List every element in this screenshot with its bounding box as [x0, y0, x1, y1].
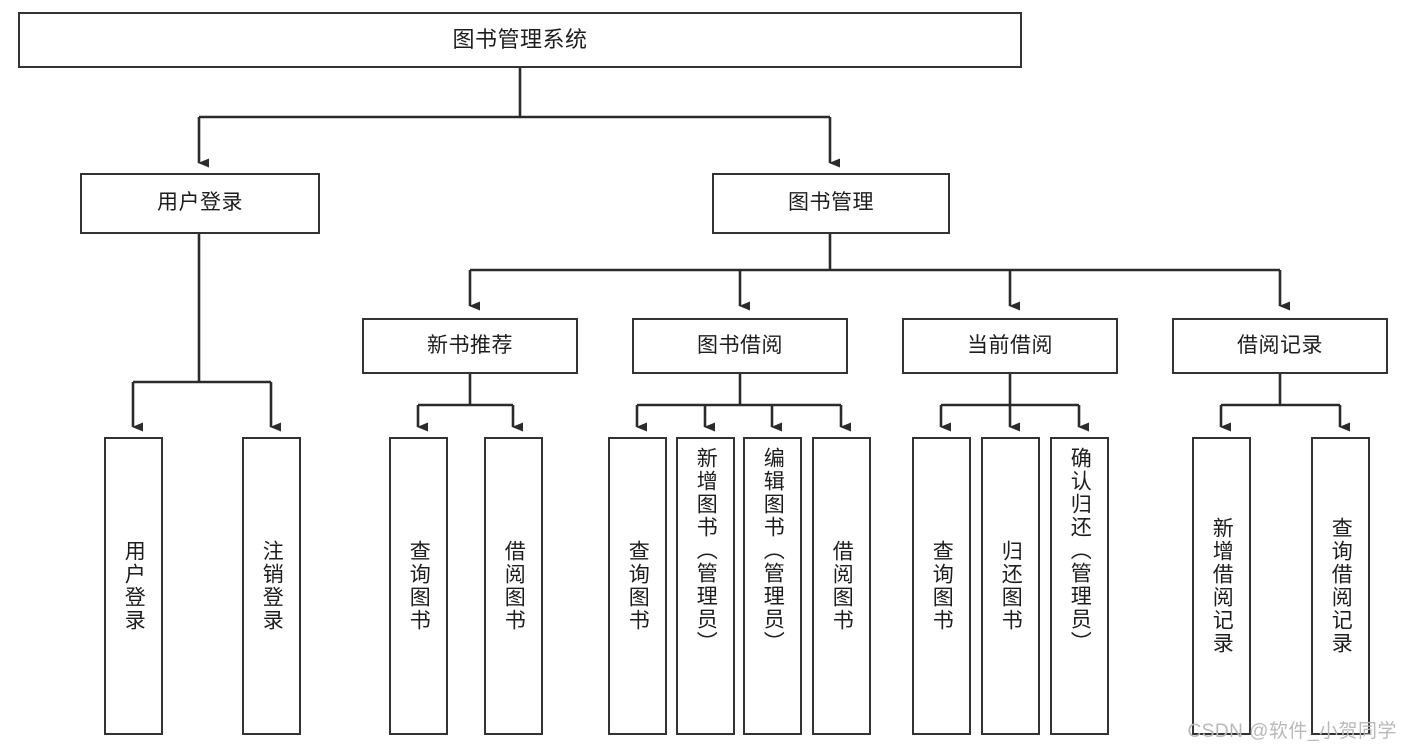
leaf-borrow-add-book[interactable]: 新增图书（管理员） [676, 437, 735, 735]
leaf-recommend-query-book[interactable]: 查询图书 [389, 437, 448, 735]
leaf-borrow-query-book[interactable]: 查询图书 [608, 437, 667, 735]
node-new-book-recommend-label: 新书推荐 [427, 333, 513, 357]
node-user-login[interactable]: 用户登录 [80, 173, 320, 234]
node-root-label: 图书管理系统 [452, 27, 588, 53]
leaf-user-login-label: 用户登录 [122, 540, 146, 632]
leaf-record-add-label: 新增借阅记录 [1210, 517, 1234, 655]
node-book-borrow[interactable]: 图书借阅 [632, 318, 848, 374]
node-book-manage[interactable]: 图书管理 [712, 173, 950, 234]
leaf-current-query-book[interactable]: 查询图书 [912, 437, 971, 735]
watermark: CSDN @软件_小贺同学 [1187, 721, 1397, 742]
leaf-recommend-query-book-label: 查询图书 [407, 540, 431, 632]
leaf-borrow-edit-book[interactable]: 编辑图书（管理员） [743, 437, 802, 735]
node-borrow-record[interactable]: 借阅记录 [1172, 318, 1388, 374]
node-book-manage-label: 图书管理 [788, 191, 874, 215]
leaf-user-logout[interactable]: 注销登录 [242, 437, 301, 735]
node-current-borrow[interactable]: 当前借阅 [902, 318, 1118, 374]
leaf-current-query-book-label: 查询图书 [930, 540, 954, 632]
node-borrow-record-label: 借阅记录 [1237, 333, 1323, 357]
leaf-borrow-borrow-book[interactable]: 借阅图书 [812, 437, 871, 735]
leaf-user-logout-label: 注销登录 [260, 540, 284, 632]
leaf-record-query-label: 查询借阅记录 [1329, 517, 1353, 655]
leaf-recommend-borrow-book-label: 借阅图书 [502, 540, 526, 632]
node-book-borrow-label: 图书借阅 [697, 333, 783, 357]
node-current-borrow-label: 当前借阅 [967, 333, 1053, 357]
leaf-borrow-borrow-book-label: 借阅图书 [830, 540, 854, 632]
leaf-user-login[interactable]: 用户登录 [104, 437, 163, 735]
leaf-current-confirm-return-label: 确认归还（管理员） [1068, 447, 1092, 654]
leaf-current-confirm-return[interactable]: 确认归还（管理员） [1050, 437, 1109, 735]
leaf-recommend-borrow-book[interactable]: 借阅图书 [484, 437, 543, 735]
leaf-record-add[interactable]: 新增借阅记录 [1192, 437, 1251, 735]
leaf-borrow-add-book-label: 新增图书（管理员） [694, 447, 718, 654]
node-user-login-label: 用户登录 [157, 191, 243, 215]
node-root[interactable]: 图书管理系统 [18, 12, 1022, 68]
leaf-borrow-edit-book-label: 编辑图书（管理员） [761, 447, 785, 654]
leaf-current-return-book[interactable]: 归还图书 [981, 437, 1040, 735]
node-new-book-recommend[interactable]: 新书推荐 [362, 318, 578, 374]
leaf-record-query[interactable]: 查询借阅记录 [1311, 437, 1370, 735]
leaf-borrow-query-book-label: 查询图书 [626, 540, 650, 632]
leaf-current-return-book-label: 归还图书 [999, 540, 1023, 632]
